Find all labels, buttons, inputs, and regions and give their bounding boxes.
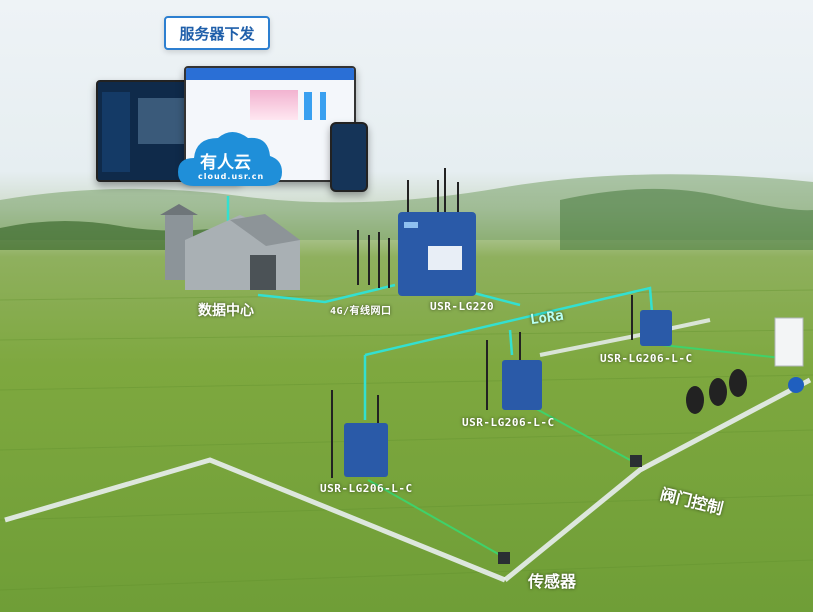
node3-label: USR-LG206-L-C	[600, 352, 693, 365]
phone-screen	[330, 122, 368, 192]
node1-label: USR-LG206-L-C	[320, 482, 413, 495]
sensor-label: 传感器	[528, 572, 577, 591]
gateway-device	[398, 212, 476, 296]
cloud-name: 有人云	[200, 153, 251, 173]
server-dispatch-badge: 服务器下发	[164, 16, 270, 50]
cloud-domain: cloud.usr.cn	[198, 172, 265, 181]
gateway-label: USR-LG220	[430, 300, 495, 313]
barn-building	[160, 204, 300, 290]
datacenter-label: 数据中心	[198, 303, 254, 319]
network-label: 4G/有线网口	[330, 306, 392, 317]
cloud-icon	[178, 132, 282, 186]
node2-label: USR-LG206-L-C	[462, 416, 555, 429]
